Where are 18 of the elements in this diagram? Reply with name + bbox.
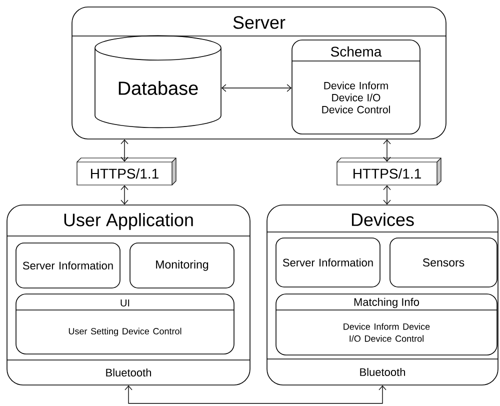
band-label: Bluetooth <box>360 368 406 376</box>
header-box: Schema Device Inform Device I/O Device Control <box>292 40 420 134</box>
arrow <box>221 84 292 92</box>
component-box: Server Information <box>16 242 120 288</box>
arrow <box>120 139 128 162</box>
protocol-block: HTTPS/1.1 <box>336 158 442 186</box>
arrow <box>383 185 391 205</box>
component-box: Monitoring <box>130 242 234 288</box>
band-label: Bluetooth <box>106 368 152 377</box>
arrow <box>383 139 391 162</box>
database-cylinder: Database <box>94 35 222 128</box>
arrow <box>120 185 128 205</box>
header-box: UI User Setting Device Control <box>16 294 234 354</box>
component-box: Server Information <box>276 238 380 288</box>
arrow <box>124 385 386 404</box>
protocol-block: HTTPS/1.1 <box>76 158 176 186</box>
header-box: Matching Info Device Inform Device I/O Device Control <box>276 294 498 356</box>
component-box: Sensors <box>390 238 498 288</box>
